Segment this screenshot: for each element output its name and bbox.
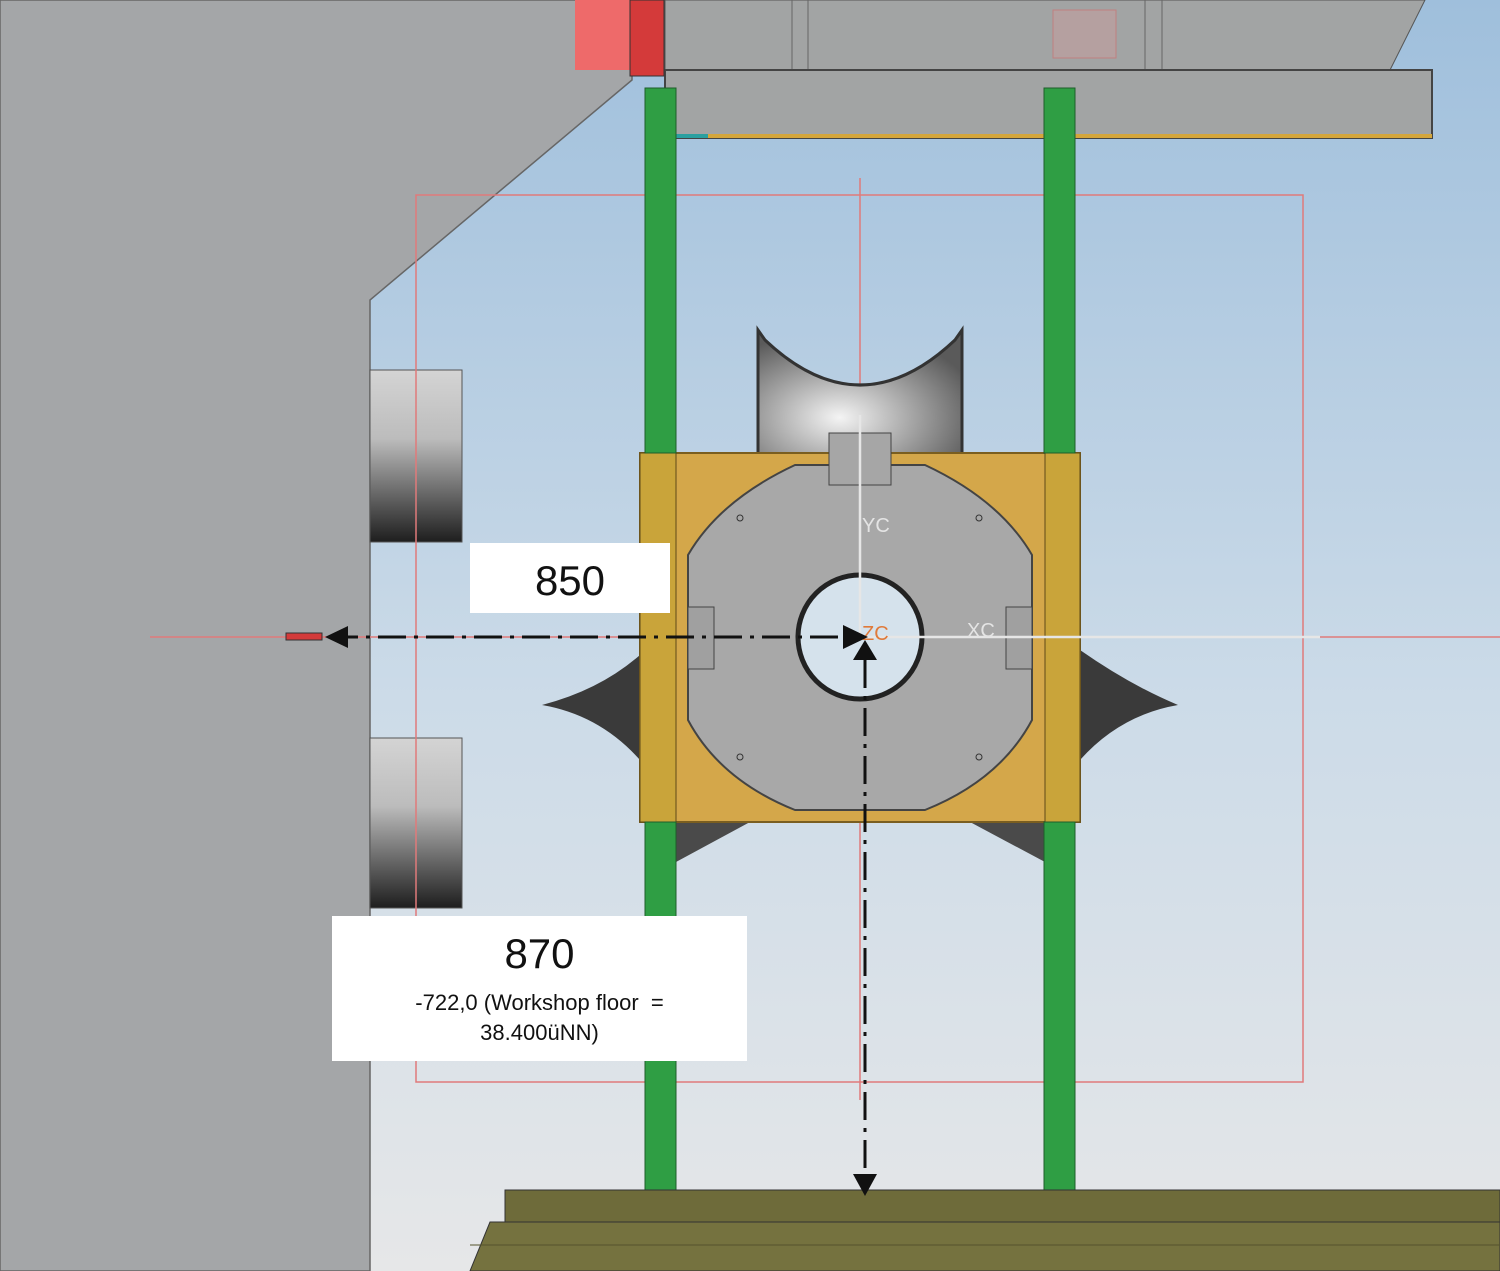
axis-yc-label: YC [862,515,890,537]
post-left-upper [644,87,677,454]
red-block [575,0,633,70]
dimension-label-870: 870 -722,0 (Workshop floor = 38.400üNN) [332,916,747,1061]
floor-base [469,1221,1500,1271]
axis-zc-label: ZC [862,623,889,645]
arrowhead-left-icon [325,626,348,648]
cad-edge [975,514,983,522]
arrowhead-up-icon [853,640,877,660]
dimension-label-850: 850 [470,543,670,613]
cradle [756,325,964,457]
dimension-value: 870 [504,930,575,977]
floor-note-line1: -722,0 (Workshop floor = [415,990,664,1015]
datum-marker [285,632,323,641]
cad-edge [975,753,983,761]
wing-lower-right [970,822,1045,862]
arrowhead-right-icon [843,625,868,649]
wing-right [1080,650,1178,760]
post-right-upper [1043,87,1076,454]
top-structure [664,0,1426,71]
floor-note-line2: 38.400üNN) [480,1020,599,1045]
wing-left [542,655,640,760]
top-detail [1052,9,1117,59]
red-block-dark [629,0,665,77]
arrowhead-down-icon [853,1174,877,1196]
cad-edge [736,514,744,522]
cad-edge [736,753,744,761]
axis-xc-label: XC [967,620,995,642]
post-right-lower [1043,821,1076,1221]
wing-lower-left [676,822,750,862]
floor-top [504,1189,1500,1223]
